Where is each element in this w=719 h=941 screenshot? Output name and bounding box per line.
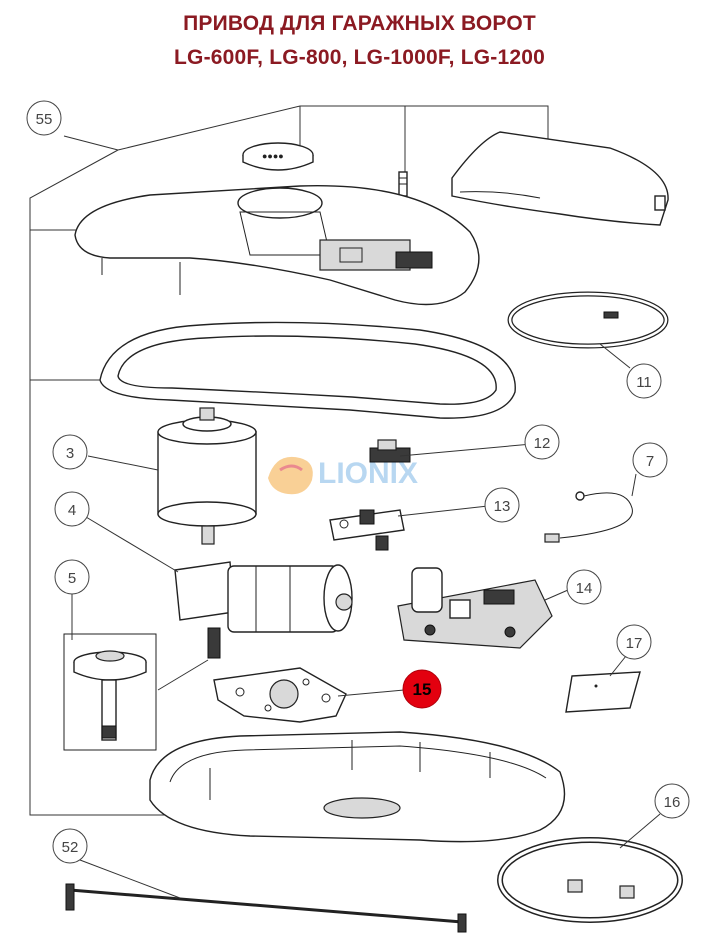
callout-52: 52 [52,828,88,864]
callout-14: 14 [566,569,602,605]
part-top-cover-panel [451,131,669,226]
part-transformer-ring [497,837,683,923]
part-switch [369,439,411,463]
lion-logo-icon [268,456,313,495]
part-mounting-plate [213,667,347,723]
part-rail-cable [65,883,467,933]
part-small-board [329,509,405,551]
part-upper-housing [74,185,480,306]
callout-label: 12 [534,435,551,452]
part-label-sheet [565,671,641,713]
callout-7: 7 [632,442,668,478]
callout-3: 3 [52,434,88,470]
callout-label: 14 [576,580,593,597]
callout-label: 7 [646,453,654,470]
callout-label: 16 [664,794,681,811]
callout-label: 13 [494,498,511,515]
part-output-gear [63,633,157,751]
part-screw [398,171,408,197]
callout-label: 4 [68,502,76,519]
part-control-board [397,567,553,649]
part-motor-drum [157,407,257,545]
part-gear-motor [174,561,353,659]
callout-13: 13 [484,487,520,523]
callout-12: 12 [524,424,560,460]
part-frame-ring [99,321,516,419]
callout-11: 11 [626,363,662,399]
part-cable [544,491,633,543]
callout-label: 11 [636,374,652,391]
leader-lines [63,135,661,899]
bracket-lines [29,105,549,816]
callout-4: 4 [54,491,90,527]
callout-label: 17 [626,635,643,652]
diagram-title-line1: ПРИВОД ДЛЯ ГАРАЖНЫХ ВОРОТ [183,12,536,35]
part-top-cap: ●●●● [242,142,314,171]
part-lower-housing [149,731,566,843]
part-led-strip [507,291,669,349]
callout-label: 5 [68,570,76,587]
callout-16: 16 [654,783,690,819]
callout-label: 52 [62,839,79,856]
svg-text:●●●●: ●●●● [262,151,284,161]
callout-5: 5 [54,559,90,595]
callout-label: 15 [413,680,432,699]
callout-55: 55 [26,100,62,136]
callout-17: 17 [616,624,652,660]
callout-15-highlight: 15 [402,669,442,709]
diagram-title-line2: LG-600F, LG-800, LG-1000F, LG-1200 [174,46,545,69]
callout-label: 3 [66,445,74,462]
watermark: LIONIX [268,456,418,495]
callout-label: 55 [36,111,53,128]
